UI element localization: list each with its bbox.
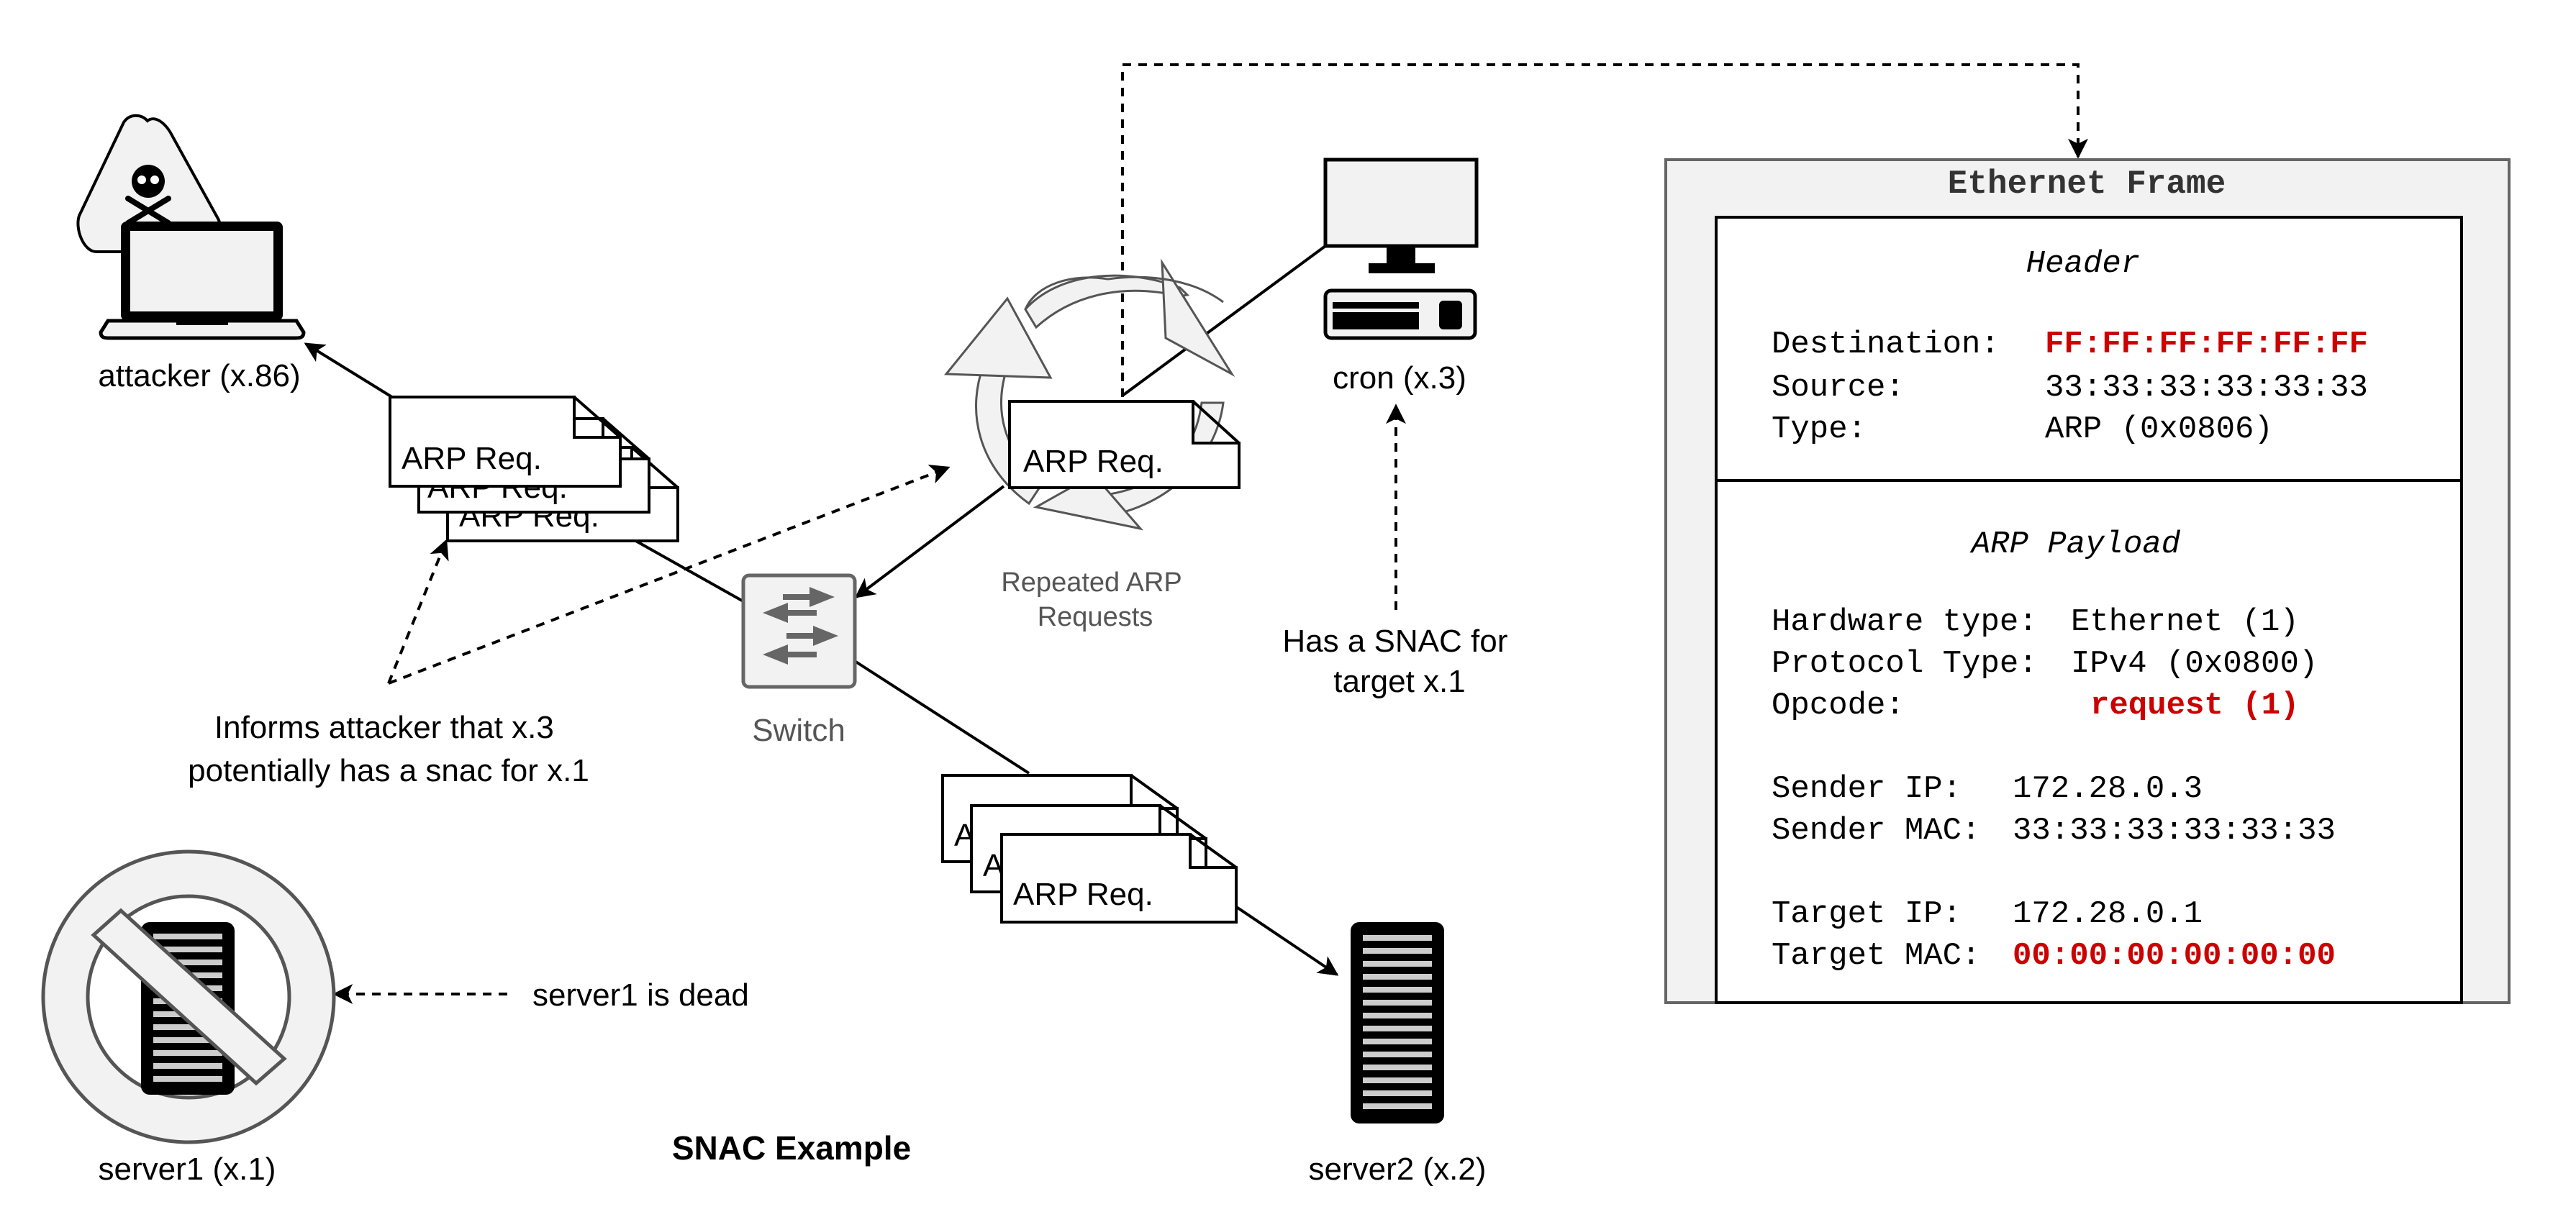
arp-packet: ARP Req. <box>389 396 622 488</box>
rack-unit <box>1363 1000 1432 1006</box>
rack-unit <box>1363 987 1432 993</box>
dashed-frame-link <box>1121 63 2088 397</box>
header-fields: Destination: FF:FF:FF:FF:FF:FF Source: 33:3… <box>1772 327 2368 447</box>
attacker-label: attacker (x.86) <box>98 358 300 393</box>
rack-unit <box>1363 1065 1432 1070</box>
server2-label: server2 (x.2) <box>1309 1152 1487 1187</box>
rack-unit <box>153 947 222 952</box>
snac-annotation: Has a SNAC for target x.1 <box>1282 624 1516 699</box>
rack-unit <box>153 1076 222 1082</box>
rack-unit <box>153 934 222 939</box>
attacker-icon <box>76 114 306 340</box>
field-value: 172.28.0.1 <box>2013 896 2203 932</box>
rack-unit <box>153 1063 222 1069</box>
svg-text:ARP Req.: ARP Req. <box>402 441 542 476</box>
dashed-informs-to-cycle <box>388 465 951 685</box>
arrow-cycle-to-switch <box>854 485 1005 598</box>
arp-packet: ARP Req. <box>1008 400 1241 489</box>
dashed-annotations <box>332 63 2088 1004</box>
rack-unit <box>1363 1077 1432 1083</box>
field-value: IPv4 (0x0800) <box>2071 646 2318 682</box>
field-label: Destination: <box>1772 327 2000 363</box>
line-cron-to-cycle <box>1121 245 1327 397</box>
rack-unit <box>1363 974 1432 980</box>
field-value: Ethernet (1) <box>2071 604 2299 640</box>
skull-crossbones-icon <box>125 165 171 226</box>
rack-unit <box>1363 948 1432 954</box>
refresh-cycle-icon <box>943 258 1235 531</box>
ethernet-frame-title: Ethernet Frame <box>1948 165 2226 203</box>
connections <box>304 245 1339 976</box>
rack-unit <box>153 1037 222 1043</box>
rack-unit <box>1363 1052 1432 1057</box>
field-label: Hardware type: <box>1772 604 2038 640</box>
rack-unit <box>1363 1039 1432 1044</box>
rack-unit <box>153 960 222 965</box>
rack-unit <box>1363 1026 1432 1031</box>
informs-annotation: Informs attacker that x.3 potentially ha… <box>188 710 589 788</box>
field-value: FF:FF:FF:FF:FF:FF <box>2045 327 2368 363</box>
frame-inner-box <box>1715 216 2463 1004</box>
rack-unit <box>153 1050 222 1056</box>
field-value: 172.28.0.3 <box>2013 771 2203 807</box>
server2-rack-icon <box>1351 922 1444 1123</box>
ethernet-frame: Ethernet Frame Header Destination: FF:FF:… <box>1664 158 2511 1004</box>
arrow-to-attacker <box>304 342 396 400</box>
repeated-arp-label: Repeated ARP Requests <box>1001 568 1189 632</box>
cron-workstation-icon <box>1323 158 1479 340</box>
field-label: Sender MAC: <box>1772 813 1980 849</box>
rack-unit <box>153 1024 222 1030</box>
field-label: Source: <box>1772 370 1905 406</box>
dashed-informs-to-stack <box>387 539 449 684</box>
rack-unit <box>1363 935 1432 941</box>
field-value: 33:33:33:33:33:33 <box>2045 370 2368 406</box>
field-value: request (1) <box>2090 688 2299 724</box>
field-label: Opcode: <box>1772 688 1905 724</box>
field-label: Protocol Type: <box>1772 646 2038 682</box>
svg-text:ARP Req.: ARP Req. <box>1023 444 1164 479</box>
field-value: 33:33:33:33:33:33 <box>2013 813 2336 849</box>
arp-packet-stack-server2: ARP Req. ARP Req. ARP Req. <box>941 774 1238 924</box>
rack-unit <box>1363 961 1432 967</box>
rack-unit <box>1363 1103 1432 1109</box>
switch-label: Switch <box>752 713 845 748</box>
payload-fields: Hardware type: Ethernet (1) Protocol Type:… <box>1772 604 2336 974</box>
line-stack-to-switch <box>632 538 749 606</box>
field-label: Sender IP: <box>1772 771 1962 807</box>
server1-label: server1 (x.1) <box>99 1152 276 1187</box>
field-value: 00:00:00:00:00:00 <box>2013 938 2336 974</box>
cron-label: cron (x.3) <box>1333 360 1466 396</box>
prohibited-icon <box>91 908 287 1086</box>
server1-dead-annotation: server1 is dead <box>532 977 749 1013</box>
field-label: Target IP: <box>1772 896 1962 932</box>
payload-section-title: ARP Payload <box>1969 527 2181 562</box>
server1-dead-icon <box>41 849 336 1144</box>
arp-packet-stack-attacker: ARP Req. ARP Req. ARP Req. <box>389 396 679 542</box>
rack-unit <box>1363 1013 1432 1018</box>
svg-text:ARP Req.: ARP Req. <box>1013 877 1153 912</box>
switch-icon <box>741 573 857 689</box>
rack-unit <box>1363 1090 1432 1096</box>
line-switch-to-packets <box>848 656 1030 775</box>
field-label: Target MAC: <box>1772 938 1980 974</box>
arp-packet: ARP Req. <box>1000 833 1238 924</box>
header-section-title: Header <box>2026 246 2140 282</box>
field-value: ARP (0x0806) <box>2045 411 2273 447</box>
field-label: Type: <box>1772 411 1867 447</box>
diagram-title: SNAC Example <box>672 1129 911 1167</box>
laptop-icon <box>99 222 306 340</box>
arrow-to-server2 <box>1225 899 1339 976</box>
